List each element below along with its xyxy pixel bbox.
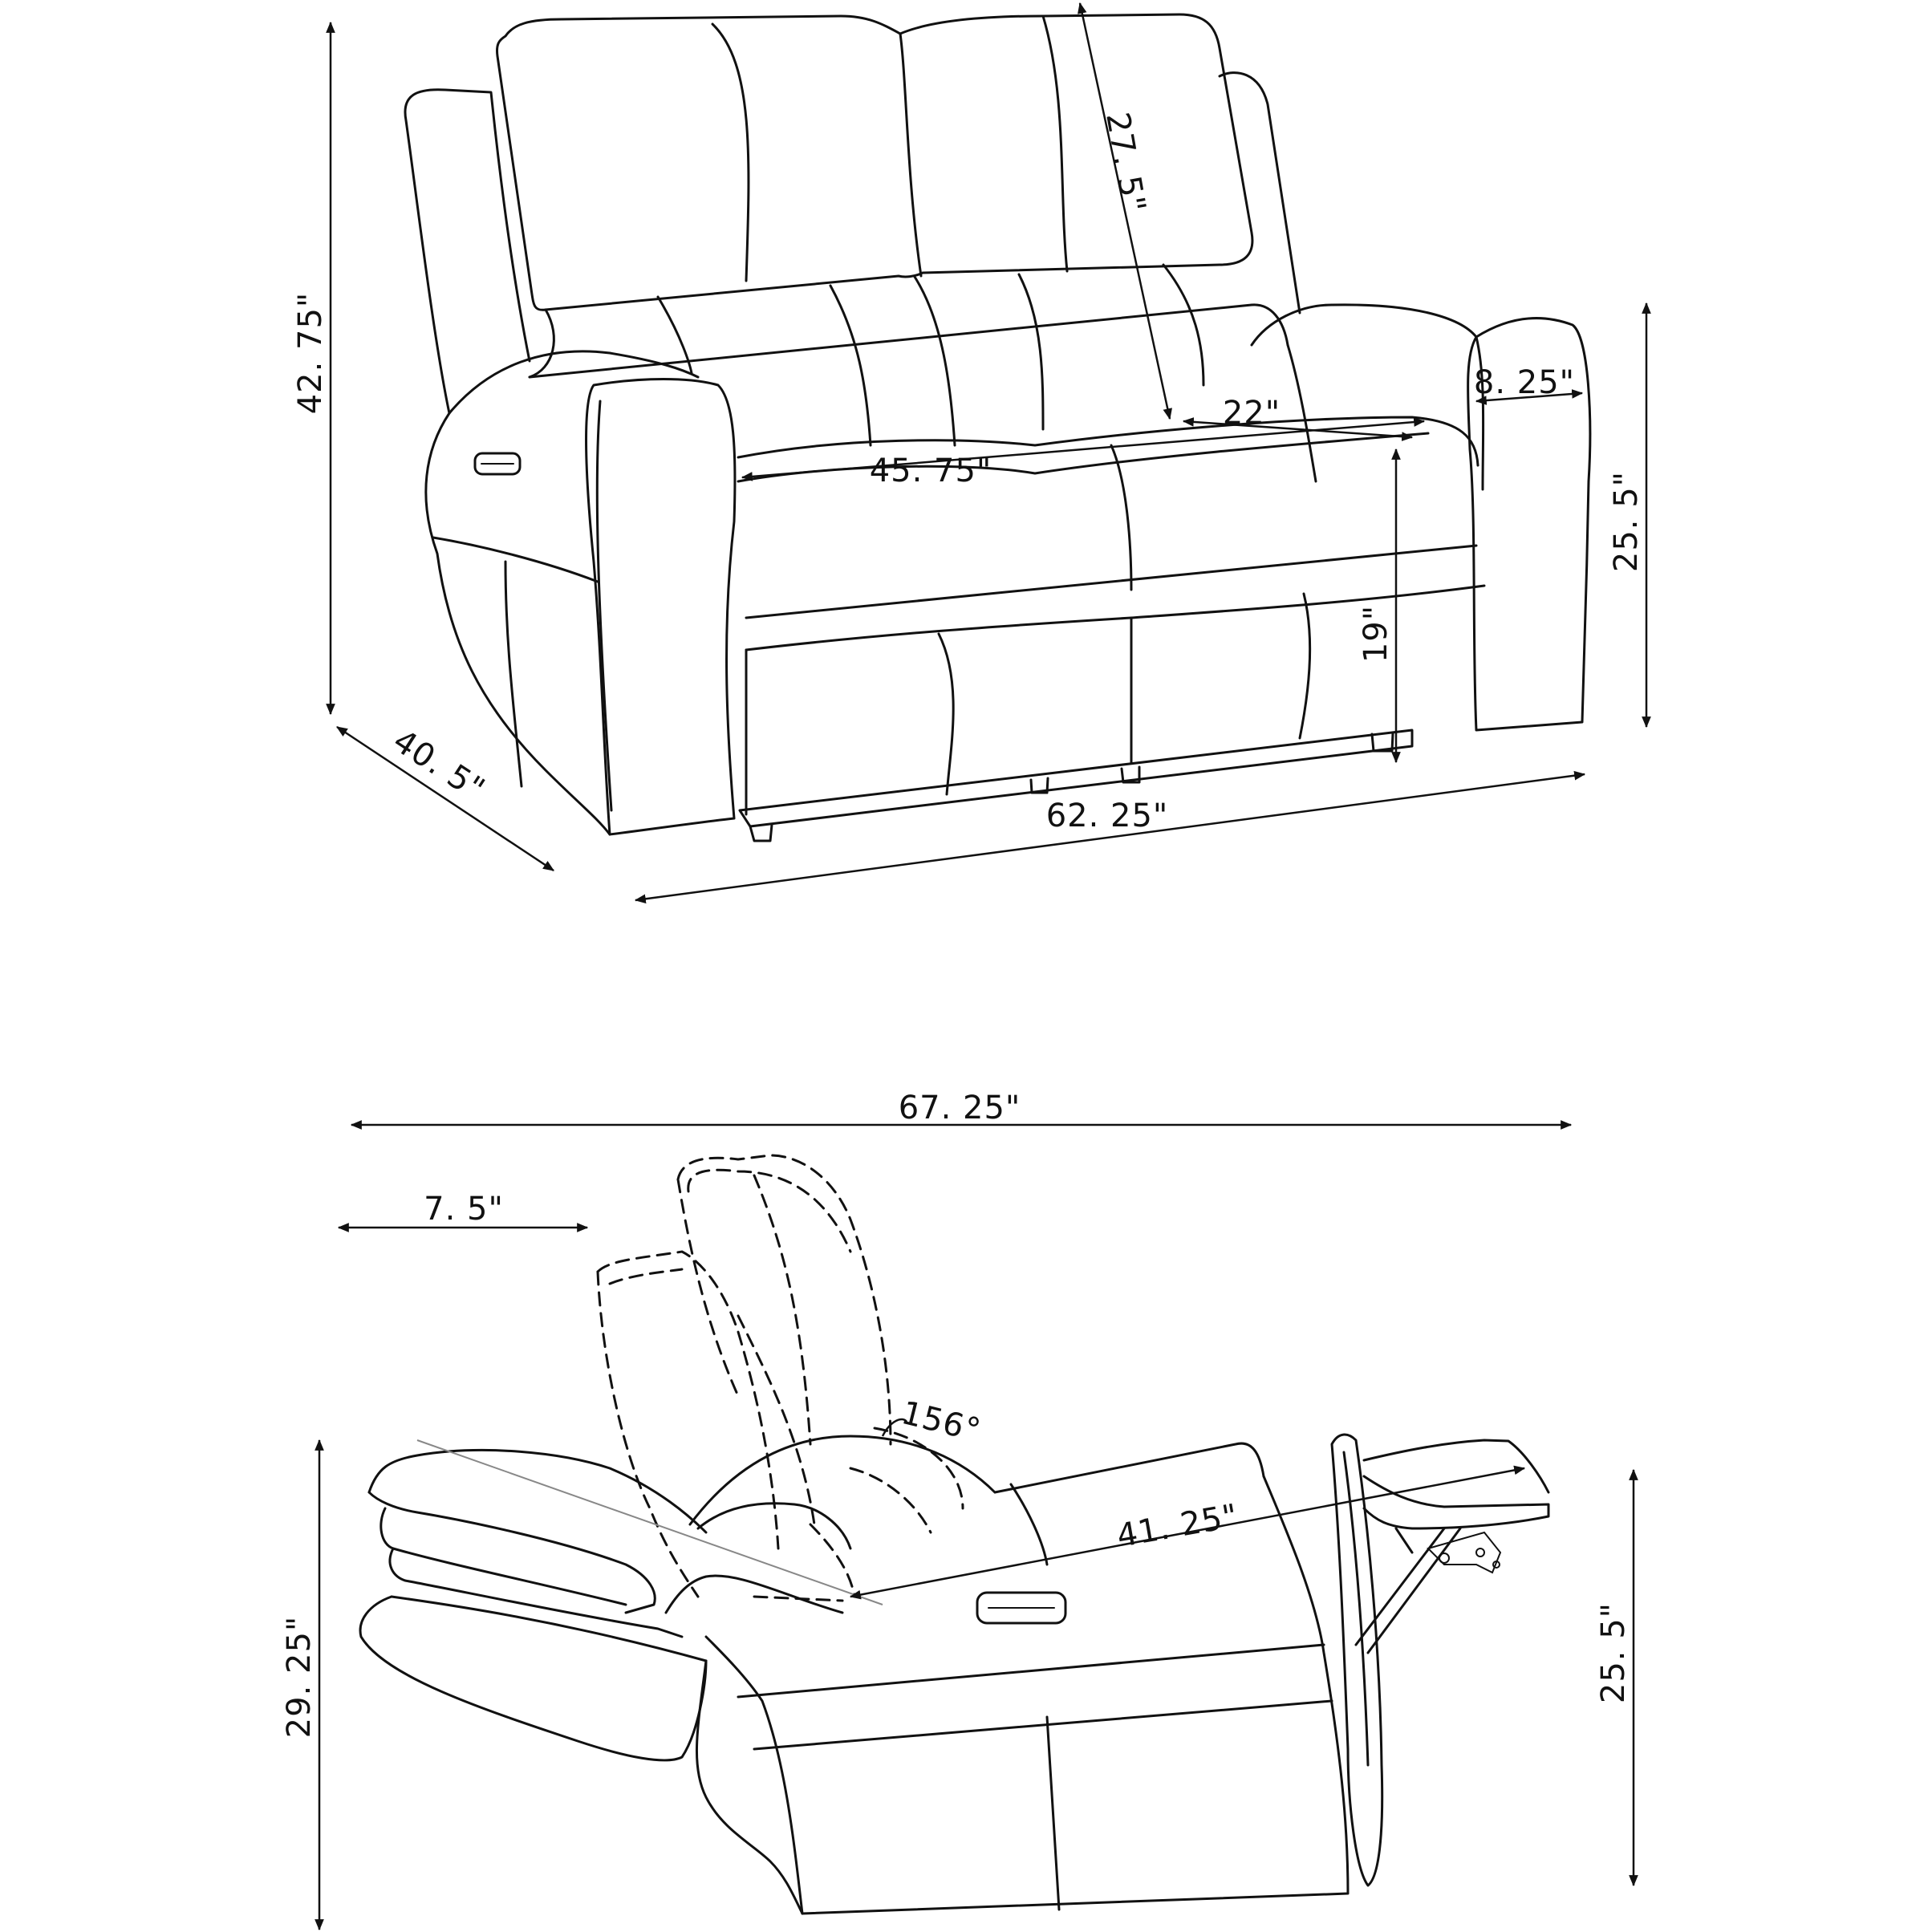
arm-width-line [1475,389,1584,405]
side-arm-height-label: 25. 5" [1595,1602,1632,1703]
overall-width-line [634,770,1586,904]
overall-height-label: 42. 75" [292,292,329,415]
back-height-label: 27. 5" [1098,110,1152,216]
seat-width-line [741,417,1426,481]
overall-width-label: 62. 25" [1046,798,1169,834]
reclined-seat-length-label: 41. 25" [1114,1497,1241,1555]
side-view-dimensions: 67. 25" 7. 5" 156° 41. 25" 29. 25" 25. 5… [281,1090,1638,1931]
recline-angle-label: 156° [898,1394,985,1450]
back-height-line [1078,2,1172,420]
seat-depth-line [1182,417,1414,441]
recline-angle-arc [881,1418,908,1437]
reclined-length-label: 67. 25" [899,1090,1021,1126]
seat-height-label: 19" [1358,605,1394,663]
front-view-loveseat [404,13,1592,842]
wall-clearance-label: 7. 5" [424,1191,504,1228]
seat-width-label: 45. 75" [870,453,992,489]
arm-width-label: 8. 25" [1474,364,1575,401]
reclined-seat-length-line [849,1465,1526,1600]
side-view-recliner [359,1154,1550,1915]
reclined-height-label: 29. 25" [281,1616,318,1739]
seat-depth-label: 22" [1223,395,1281,432]
depth-line [336,725,554,872]
arm-height-label: 25. 5" [1608,471,1645,572]
